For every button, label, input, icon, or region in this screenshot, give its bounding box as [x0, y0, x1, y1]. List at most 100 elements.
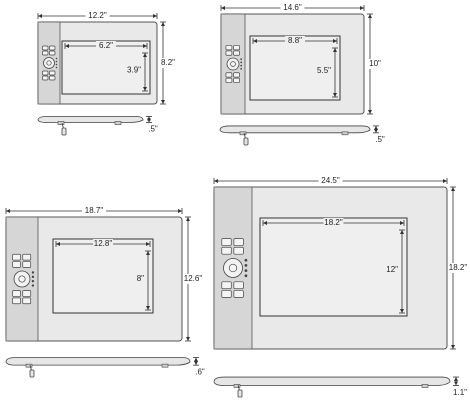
express-key-button — [12, 253, 21, 261]
express-key-button — [12, 290, 21, 297]
active-height-label: 3.9" — [127, 66, 141, 75]
express-key-button — [22, 290, 32, 297]
express-key-button — [49, 75, 56, 81]
thickness-label: .5" — [375, 135, 385, 144]
touch-ring-led — [31, 280, 35, 283]
active-height-dimension — [399, 229, 405, 314]
express-keys — [42, 45, 56, 81]
express-key-button — [22, 297, 32, 305]
rubber-foot — [233, 384, 241, 388]
tablet-side-view — [5, 357, 191, 366]
overall-height-label: 8.2" — [161, 58, 175, 67]
express-keys — [12, 253, 32, 305]
express-key-button — [42, 50, 49, 56]
express-key-button — [22, 261, 32, 268]
active-height-label: 5.5" — [317, 66, 331, 75]
overall-width-label: 18.7" — [85, 206, 104, 215]
touch-ring-led — [244, 274, 248, 278]
usb-connector — [61, 127, 67, 136]
rubber-foot — [25, 363, 33, 368]
touch-ring-center-button — [18, 275, 26, 283]
active-width-label: 18.2" — [324, 218, 343, 227]
rubber-foot — [57, 121, 65, 125]
express-key-button — [233, 281, 244, 290]
touch-ring-led — [31, 271, 35, 274]
touch-ring-led — [55, 66, 58, 69]
touch-ring-led — [240, 58, 243, 60]
express-key-button — [22, 253, 32, 261]
overall-height-label: 12.6" — [184, 274, 203, 283]
side-profile: .5" — [219, 125, 385, 146]
overall-width-label: 12.2" — [88, 11, 107, 20]
express-keys — [225, 45, 240, 83]
tablet-large: 18.7" 12.6" 12.8" 8" .6" — [5, 206, 205, 378]
touch-ring-led — [240, 68, 243, 70]
express-key-button — [12, 261, 21, 268]
tablet-extra-large: 24.5" 18.2" 18.2" 12" 1.1" — [213, 176, 468, 398]
touch-ring-led — [240, 64, 243, 67]
express-key-button — [42, 70, 49, 76]
express-key-button — [225, 45, 233, 51]
usb-connector — [237, 389, 243, 398]
touch-ring-center-button — [228, 263, 238, 273]
active-height-dimension — [142, 52, 148, 92]
overall-height-label: 18.2" — [449, 263, 468, 272]
thickness-label: .6" — [195, 368, 205, 377]
express-key-button — [233, 238, 244, 246]
tablet-medium: 14.6" 10" 8.8" 5.5" .5" — [219, 3, 385, 146]
express-key-button — [49, 45, 56, 51]
active-height-label: 8" — [137, 274, 144, 283]
express-key-button — [221, 290, 232, 298]
touch-ring-led — [55, 63, 58, 66]
overall-width-label: 14.6" — [283, 3, 302, 12]
thickness-dimension — [146, 116, 152, 123]
thickness-dimension — [373, 125, 379, 134]
side-profile: .6" — [5, 357, 205, 378]
express-key-button — [42, 45, 49, 51]
express-key-button — [49, 70, 56, 76]
express-key-button — [233, 50, 240, 56]
usb-connector — [29, 369, 35, 378]
rubber-foot — [161, 363, 169, 368]
active-width-label: 8.8" — [288, 36, 302, 45]
express-key-button — [233, 246, 244, 255]
tablet-side-view — [213, 376, 451, 386]
express-key-button — [233, 45, 240, 51]
touch-ring-led — [31, 284, 35, 287]
express-key-button — [225, 77, 233, 83]
overall-width-label: 24.5" — [321, 176, 340, 185]
touch-ring-led — [55, 57, 58, 60]
thickness-dimension — [193, 357, 199, 366]
express-key-button — [221, 246, 232, 255]
express-key-button — [221, 281, 232, 290]
active-height-label: 12" — [386, 265, 398, 274]
active-width-label: 12.8" — [94, 239, 113, 248]
express-key-button — [233, 72, 240, 78]
overall-height-label: 10" — [369, 59, 381, 68]
express-key-button — [225, 50, 233, 56]
tablet-side-view — [219, 125, 371, 134]
rubber-foot — [421, 384, 429, 388]
express-key-button — [12, 297, 21, 305]
touch-ring-center-button — [230, 61, 236, 67]
active-height-dimension — [145, 250, 151, 311]
express-key-button — [49, 50, 56, 56]
express-key-button — [225, 72, 233, 78]
side-profile: .5" — [37, 116, 158, 136]
thickness-label: 1.1" — [453, 388, 467, 397]
touch-ring-led — [31, 275, 35, 278]
touch-ring-led — [244, 269, 248, 272]
tablet-side-view — [37, 116, 144, 123]
thickness-dimension — [453, 376, 459, 386]
active-width-label: 6.2" — [99, 41, 113, 50]
active-area — [259, 217, 408, 317]
thickness-label: .5" — [148, 125, 158, 134]
rubber-foot — [114, 121, 122, 125]
express-key-button — [221, 238, 232, 246]
side-profile: 1.1" — [213, 376, 467, 398]
rubber-foot — [341, 131, 349, 136]
usb-connector — [243, 137, 249, 146]
express-key-button — [233, 77, 240, 83]
active-height-dimension — [332, 47, 338, 98]
